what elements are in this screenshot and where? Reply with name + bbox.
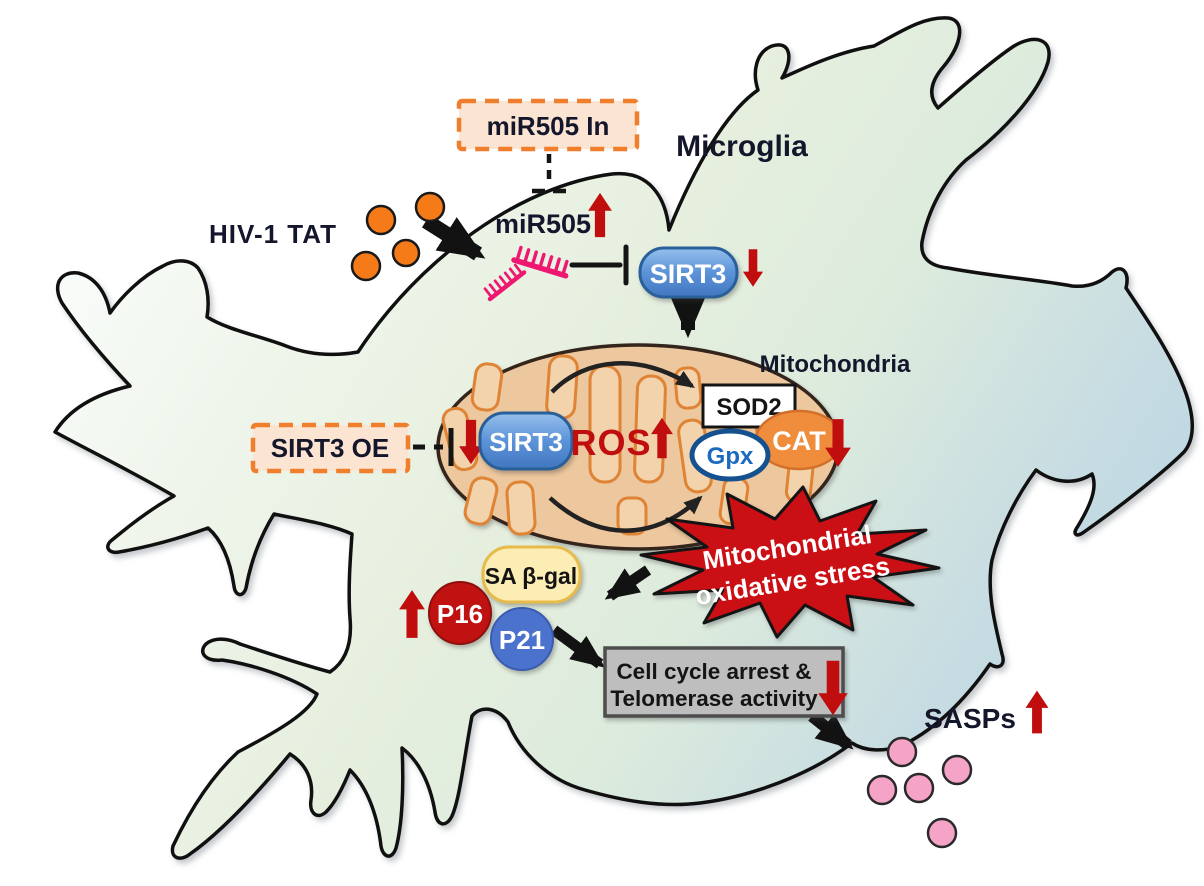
outcome-line1: Cell cycle arrest &	[616, 659, 811, 684]
mir505-inhibitor-box: miR505 In	[456, 98, 640, 152]
p21-to-outcome-arrow	[550, 625, 606, 669]
sod2-label: SOD2	[716, 394, 781, 421]
sasp-particle	[926, 817, 958, 849]
gpx-node: Gpx	[689, 428, 771, 482]
mirna-inhibits-sirt3	[569, 244, 629, 286]
sasp-particle	[886, 736, 918, 768]
oxidative-stress-burst: Mitochondrial oxidative stress	[639, 485, 941, 639]
sirt3-oe-inhibition-connector	[413, 428, 454, 466]
red-up-arrow-icon	[1025, 690, 1049, 734]
tat-particle	[350, 250, 382, 282]
ros-to-sod2-arrow	[550, 361, 695, 394]
sirt3-mito-label: SIRT3	[489, 427, 563, 457]
hiv-entry-arrow	[421, 214, 486, 261]
sa-bgal-label: SA β-gal	[485, 563, 577, 589]
outcome-line2: Telomerase activity	[610, 686, 818, 711]
microglia-label: Microglia	[676, 130, 808, 163]
sasp-particle	[903, 772, 935, 804]
sasp-particle	[866, 774, 898, 806]
stress-to-senescence-arrow	[604, 565, 652, 601]
mir505-label: miR505	[495, 209, 591, 239]
p16-node: P16	[428, 581, 492, 645]
cat-node: CAT	[754, 409, 844, 471]
p21-label: P21	[499, 625, 545, 655]
ros-label: ROS	[570, 422, 651, 463]
outcome-to-sasps-arrow	[808, 711, 854, 750]
p21-node: P21	[490, 607, 554, 671]
mir505-inhibition-connector	[532, 154, 566, 194]
gpx-label: Gpx	[707, 443, 754, 470]
cat-label: CAT	[772, 426, 826, 456]
sirt3-mito-node: SIRT3	[478, 411, 574, 471]
p16-label: P16	[437, 599, 483, 629]
ros-to-gpx-arrow	[548, 495, 703, 533]
mir505-inhibitor-label: miR505 In	[487, 111, 610, 141]
tat-particle	[391, 238, 421, 268]
hiv-tat-label: HIV-1 TAT	[209, 219, 337, 249]
sod2-box: SOD2	[701, 383, 797, 429]
tat-particle	[365, 204, 397, 236]
sirt3-node-label: SIRT3	[650, 259, 727, 289]
sasp-particles	[866, 736, 973, 849]
sirt3-node: SIRT3	[638, 246, 739, 299]
tat-particles	[350, 191, 446, 282]
sirt3-oe-box: SIRT3 OE	[250, 422, 411, 474]
sa-bgal-node: SA β-gal	[481, 545, 582, 604]
sirt3-oe-label: SIRT3 OE	[271, 433, 389, 463]
tat-particle	[414, 191, 446, 223]
sasps-label: SASPs	[924, 703, 1016, 734]
mitochondria-label: Mitochondria	[760, 351, 911, 378]
sasp-particle	[941, 754, 973, 786]
outcome-box: Cell cycle arrest & Telomerase activity	[603, 646, 845, 718]
